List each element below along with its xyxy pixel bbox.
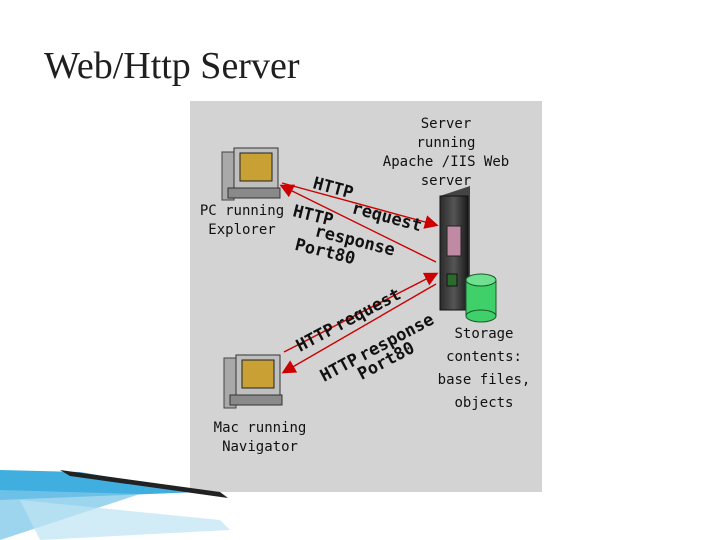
mac-label: Mac running Navigator (214, 420, 307, 455)
pc-computer-icon (221, 147, 281, 201)
storage-label: Storage contents: base files, objects (438, 326, 531, 411)
svg-text:request: request (350, 198, 424, 236)
mac-computer-icon (223, 354, 283, 409)
server-label: Server running Apache /IIS Web server (383, 116, 509, 189)
svg-text:Storage: Storage (454, 326, 513, 342)
slide-title: Web/Http Server (44, 45, 300, 87)
svg-text:contents:: contents: (446, 349, 522, 365)
svg-text:objects: objects (454, 395, 513, 411)
svg-text:base files,: base files, (438, 372, 531, 388)
top-request-arrow (281, 182, 439, 229)
svg-text:Server: Server (421, 116, 472, 132)
top-response-arrow (279, 184, 437, 263)
server-tower-icon (439, 186, 470, 311)
svg-text:server: server (421, 173, 472, 189)
svg-text:Apache /IIS Web: Apache /IIS Web (383, 154, 509, 170)
svg-text:Explorer: Explorer (208, 222, 275, 238)
svg-text:Navigator: Navigator (222, 439, 298, 455)
bottom-request-arrow (283, 272, 439, 353)
svg-text:Mac running: Mac running (214, 420, 307, 436)
svg-text:HTTP: HTTP (293, 320, 339, 357)
decorative-swoosh (0, 470, 230, 540)
pc-label: PC running Explorer (200, 203, 284, 238)
svg-text:running: running (416, 135, 475, 151)
storage-cylinder-icon (465, 273, 497, 323)
svg-text:HTTP: HTTP (311, 174, 356, 204)
bottom-response-arrow (281, 283, 437, 374)
svg-text:PC running: PC running (200, 203, 284, 219)
